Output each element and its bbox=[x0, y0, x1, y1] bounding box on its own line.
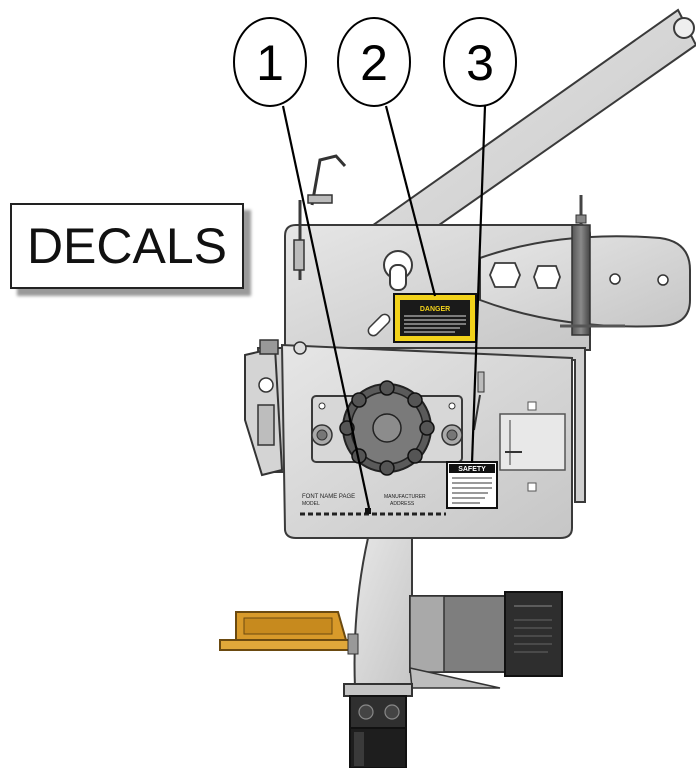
callout-3-label: 3 bbox=[466, 35, 494, 91]
callout-1: 1 bbox=[233, 17, 307, 107]
safety-decal: SAFETY bbox=[446, 461, 498, 509]
front-label-line4: ADDRESS bbox=[390, 501, 415, 507]
page-title: DECALS bbox=[26, 218, 228, 274]
callout-3: 3 bbox=[443, 17, 517, 107]
hydraulic-motor bbox=[339, 380, 435, 476]
callout-2: 2 bbox=[337, 17, 411, 107]
front-label-line3: MANUFACTURER bbox=[384, 494, 426, 500]
title-box: DECALS bbox=[10, 203, 244, 289]
safety-decal-header: SAFETY bbox=[458, 466, 486, 473]
leader-2 bbox=[384, 105, 437, 297]
leader-1 bbox=[281, 105, 371, 509]
danger-decal: DANGER bbox=[393, 293, 477, 343]
callout-1-label: 1 bbox=[256, 35, 284, 91]
callout-2-label: 2 bbox=[360, 35, 388, 91]
leader-3 bbox=[470, 105, 487, 464]
callout-leaders bbox=[281, 105, 487, 509]
front-label-line1: FONT NAME PAGE bbox=[302, 494, 355, 500]
front-label-decal: FONT NAME PAGE MODEL MANUFACTURER ADDRES… bbox=[300, 494, 446, 516]
hinge-plate bbox=[479, 195, 691, 336]
front-label-line2: MODEL bbox=[302, 501, 320, 507]
stand-post bbox=[219, 537, 563, 769]
danger-decal-header: DANGER bbox=[420, 306, 450, 313]
